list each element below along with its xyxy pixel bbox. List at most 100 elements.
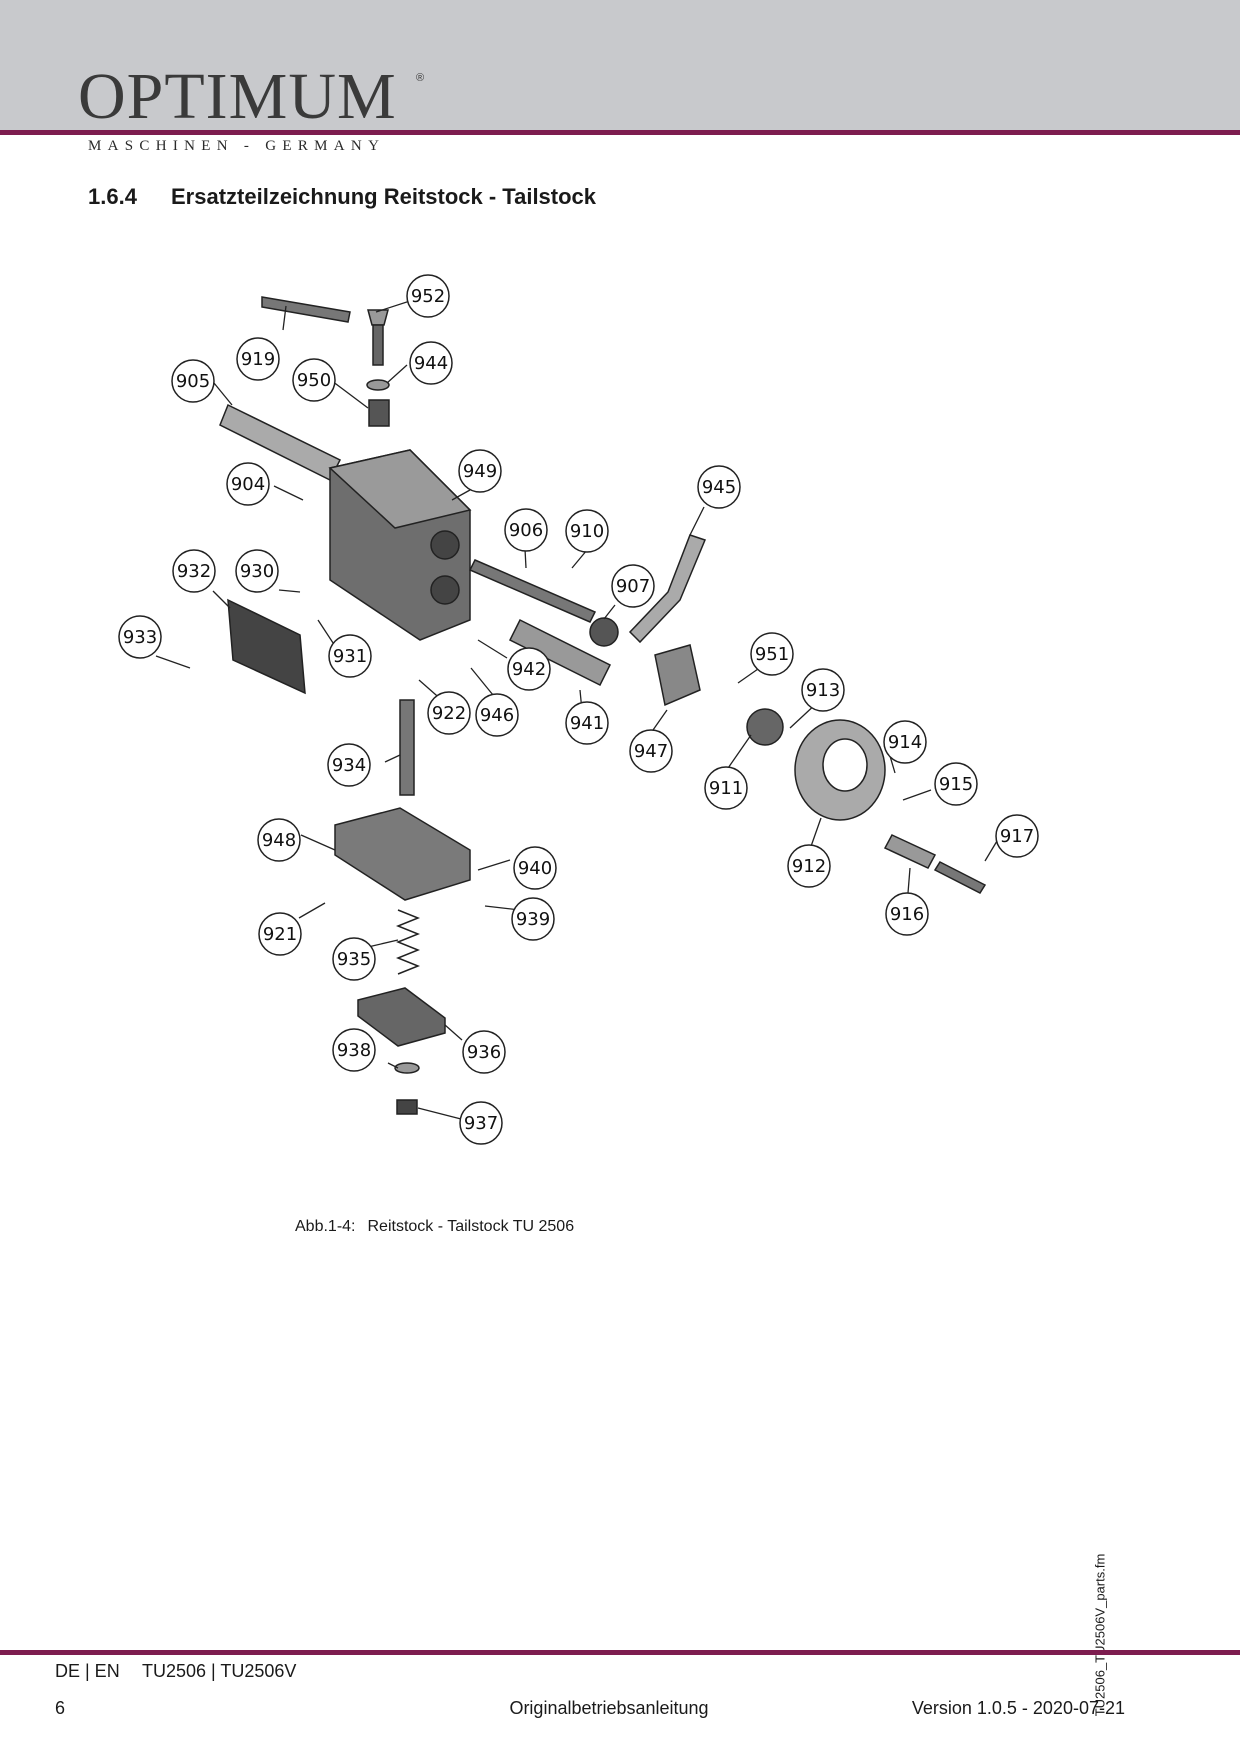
part-callout: 945 [697,465,741,509]
callout-circle [172,549,216,593]
part-callout: 904 [226,462,270,506]
part-sleeve-916 [883,834,937,869]
callout-circle [462,1030,506,1074]
registered-mark: ® [416,72,425,84]
callout-number: 946 [480,705,514,726]
callout-number: 945 [702,477,736,498]
callout-circle [565,509,609,553]
callout-number: 938 [337,1040,371,1061]
part-callout: 935 [332,937,376,981]
callout-circle [236,337,280,381]
callout-number: 907 [616,576,650,597]
callout-circle [704,766,748,810]
footer-model: TU2506 | TU2506V [142,1661,297,1681]
header-band [0,0,1240,130]
part-spring-935 [395,909,421,975]
part-callout: 911 [704,766,748,810]
part-washer-938 [394,1062,420,1074]
callout-circle [565,701,609,745]
callout-circle [995,814,1039,858]
part-bearing-907 [589,617,619,647]
callout-circle [118,615,162,659]
callout-circle [327,743,371,787]
part-nut-950 [368,399,390,427]
callout-circle [885,892,929,936]
parts-artwork [219,296,987,1115]
part-flange-947 [654,644,701,707]
part-callout: 941 [565,701,609,745]
footer-language: DE | EN [55,1661,120,1681]
part-callout: 934 [327,743,371,787]
callout-number: 950 [297,370,331,391]
callout-circle [697,465,741,509]
callout-number: 934 [332,755,366,776]
callout-number: 910 [570,521,604,542]
callout-number: 914 [888,732,922,753]
page-number: 6 [55,1698,66,1718]
callout-circle [475,693,519,737]
part-lever-919 [261,296,351,323]
part-callout: 907 [611,564,655,608]
callout-number: 917 [1000,826,1034,847]
callout-number: 947 [634,741,668,762]
part-spindle-906 [468,559,597,623]
callout-number: 940 [518,858,552,879]
figure-caption-text: Reitstock - Tailstock TU 2506 [367,1218,575,1235]
part-callout: 917 [995,814,1039,858]
callout-circle [458,449,502,493]
callout-number: 916 [890,904,924,925]
callout-number: 931 [333,646,367,667]
callout-number: 948 [262,830,296,851]
part-handwheel-hub [822,738,868,792]
callout-circle [883,720,927,764]
callout-number: 935 [337,949,371,970]
callout-number: 949 [463,461,497,482]
callout-number: 951 [755,644,789,665]
part-bore [430,530,460,560]
callout-circle [629,729,673,773]
callout-number: 941 [570,713,604,734]
callout-number: 922 [432,703,466,724]
callout-number: 952 [411,286,445,307]
callout-number: 915 [939,774,973,795]
callout-circle [511,897,555,941]
callout-number: 936 [467,1042,501,1063]
callout-circle [332,937,376,981]
callout-circle [801,668,845,712]
part-callout: 910 [565,509,609,553]
callout-number: 904 [231,474,265,495]
section-number: 1.6.4 [88,184,137,209]
part-body-top [328,449,472,529]
part-callout: 938 [332,1028,376,1072]
part-callout: 916 [885,892,929,936]
brand-tagline: MASCHINEN - GERMANY [88,138,386,154]
part-callout: 912 [787,844,831,888]
callout-number: 942 [512,659,546,680]
part-callout: 949 [458,449,502,493]
part-center-952 [367,309,389,326]
callout-circle [504,508,548,552]
part-callout: 930 [235,549,279,593]
part-clamp-936 [357,987,446,1047]
header-rule [0,130,1240,135]
callout-circle [507,647,551,691]
part-callout: 906 [504,508,548,552]
part-callout: 919 [236,337,280,381]
part-base-948 [334,807,471,901]
part-callout: 921 [258,912,302,956]
part-callout: 944 [409,341,453,385]
part-bearing-911 [746,708,784,746]
part-callout: 950 [292,358,336,402]
callout-circle [934,762,978,806]
part-callout: 913 [801,668,845,712]
callout-number: 913 [806,680,840,701]
callout-circle [513,846,557,890]
callout-number: 906 [509,520,543,541]
part-callout: 937 [459,1101,503,1145]
part-callout: 932 [172,549,216,593]
part-nut-937 [396,1099,418,1115]
part-callout: 922 [427,691,471,735]
part-bolt-934 [399,699,415,796]
